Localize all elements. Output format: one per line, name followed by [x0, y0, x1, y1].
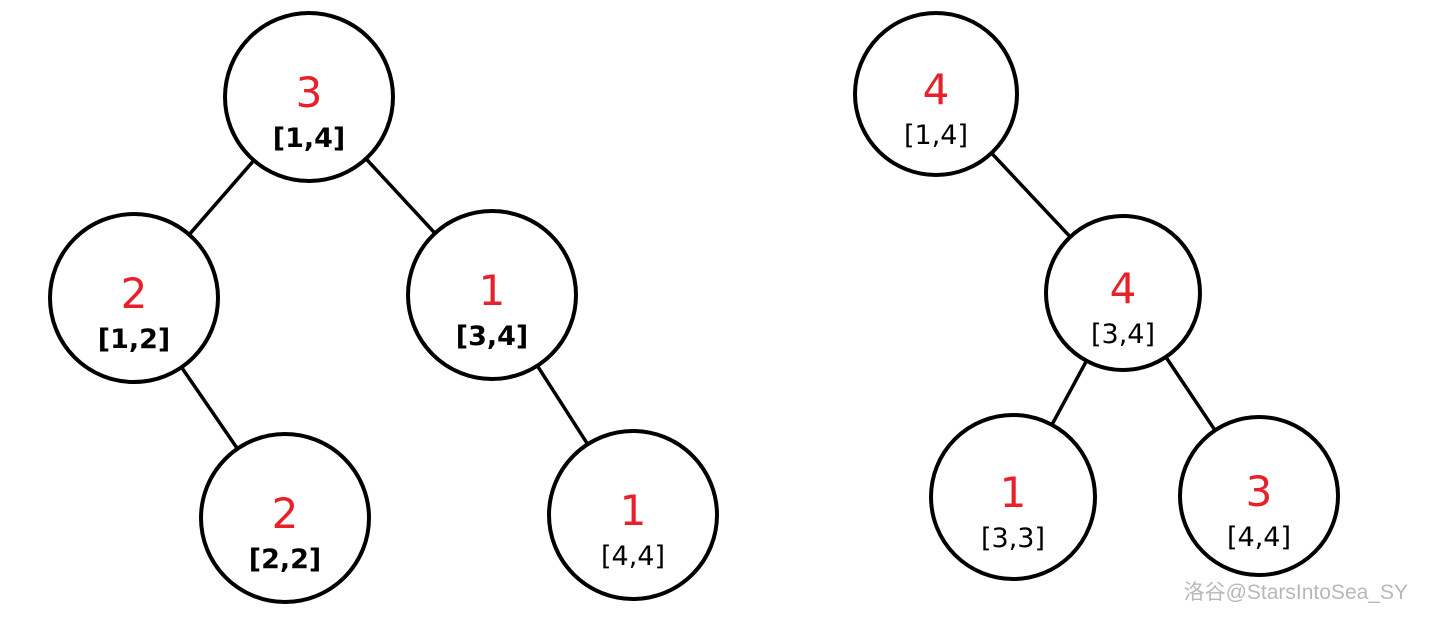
node-circle — [406, 209, 578, 381]
node-range: [4,4] — [1227, 522, 1291, 553]
tree-node-L3: 1 [3,4] — [406, 209, 578, 381]
node-circle — [547, 429, 719, 601]
node-range: [2,2] — [249, 544, 322, 575]
node-circle — [223, 11, 395, 183]
tree-edge-L1-L3 — [361, 154, 440, 238]
node-value: 4 — [923, 65, 950, 114]
node-value: 4 — [1110, 264, 1137, 313]
tree-node-R1: 4 [1,4] — [853, 11, 1019, 177]
node-range: [3,3] — [981, 523, 1045, 554]
node-value: 2 — [272, 489, 299, 538]
node-circle — [48, 212, 220, 384]
node-value: 3 — [1246, 467, 1273, 516]
nodes: 3 [1,4] 2 [1,2] 1 [3,4] 2 [2,2] 1 [4,4] 4 [1,4] 4 [3,… — [48, 11, 1340, 604]
node-range: [3,4] — [1091, 319, 1155, 350]
tree-node-R2: 4 [3,4] — [1044, 214, 1202, 372]
edges — [177, 148, 1220, 454]
node-value: 1 — [620, 486, 647, 535]
tree-edge-R2-R3 — [1048, 355, 1091, 431]
tree-node-L5: 1 [4,4] — [547, 429, 719, 601]
tree-node-L2: 2 [1,2] — [48, 212, 220, 384]
watermark: 洛谷@StarsIntoSea_SY — [1183, 581, 1408, 604]
tree-edge-L2-L4 — [177, 362, 242, 454]
node-range: [1,4] — [273, 123, 346, 154]
tree-node-R3: 1 [3,3] — [929, 413, 1097, 581]
tree-edge-R1-R2 — [986, 148, 1075, 242]
tree-edge-L1-L2 — [184, 155, 259, 240]
node-value: 2 — [121, 269, 148, 318]
node-circle — [929, 413, 1097, 581]
node-range: [3,4] — [456, 321, 529, 352]
tree-edge-R2-R4 — [1161, 351, 1220, 436]
node-circle — [199, 432, 371, 604]
node-circle — [853, 11, 1019, 177]
node-range: [4,4] — [601, 541, 665, 572]
node-value: 1 — [479, 266, 506, 315]
node-circle — [1044, 214, 1202, 372]
tree-node-R4: 3 [4,4] — [1178, 415, 1340, 577]
node-value: 1 — [1000, 468, 1027, 517]
node-range: [1,4] — [904, 120, 968, 151]
node-value: 3 — [296, 68, 323, 117]
tree-edge-L3-L5 — [533, 360, 592, 450]
tree-node-L1: 3 [1,4] — [223, 11, 395, 183]
tree-node-L4: 2 [2,2] — [199, 432, 371, 604]
node-range: [1,2] — [98, 324, 171, 355]
node-circle — [1178, 415, 1340, 577]
